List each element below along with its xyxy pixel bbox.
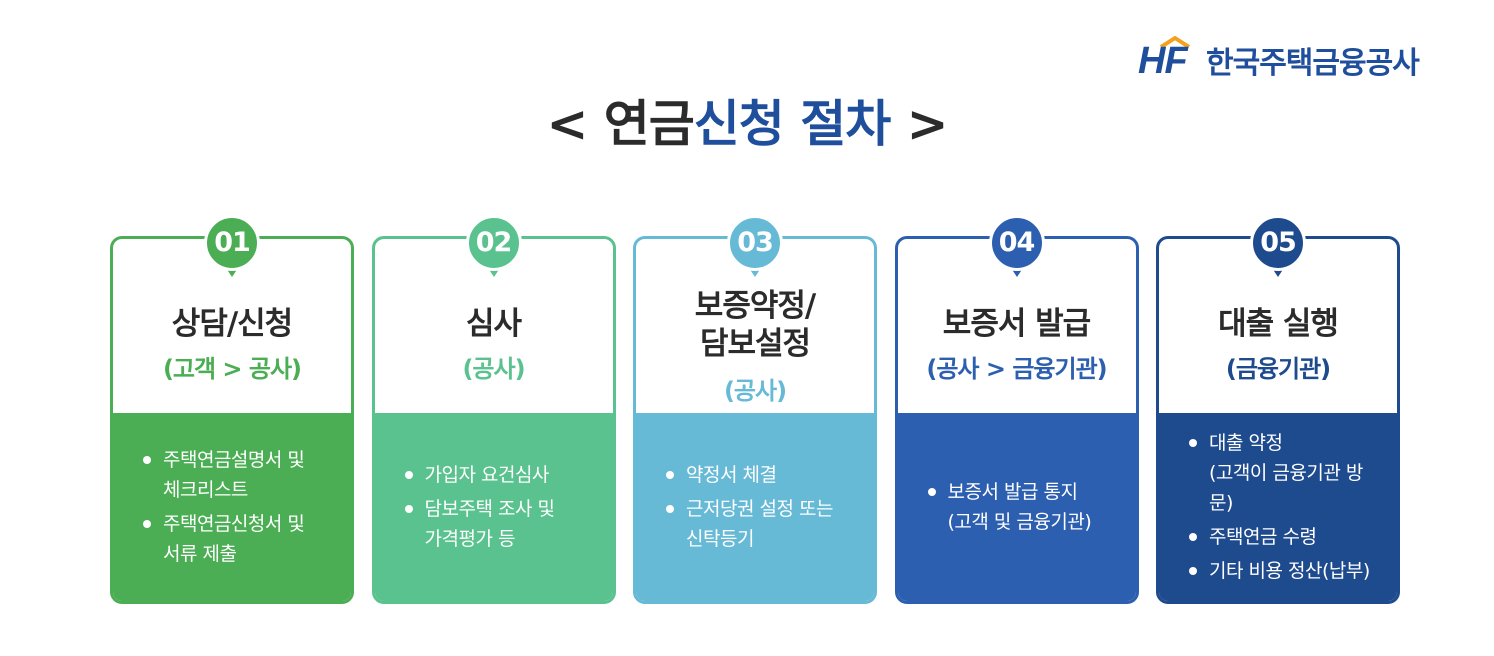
step-item-line1: 약정서 체결 <box>686 464 777 486</box>
step-item-line2: 신탁등기 <box>686 528 754 550</box>
house-roof-icon <box>1160 36 1190 48</box>
step-card-5: 05 대출 실행 (금융기관) 대출 약정 (고객이 금융기관 방문) 주택연금 수… <box>1156 215 1400 604</box>
step-role: (고객 > 공사) <box>162 355 302 383</box>
step-name: 보증약정/담보설정 <box>636 287 874 363</box>
step-item-line1: 가입자 요건심사 <box>424 464 550 486</box>
step-item-line1: 주택연금설명서 및 <box>163 449 305 471</box>
step-item-line1: 대출 약정 <box>1209 432 1283 454</box>
step-item-line1: 보증서 발급 통지 <box>947 481 1078 503</box>
step-name: 대출 실행 <box>1159 305 1397 343</box>
step-item-line1: 주택연금신청서 및 <box>163 513 305 535</box>
step-item-list: 보증서 발급 통지 (고객 및 금융기관) <box>927 473 1122 541</box>
step-name-line1: 심사 <box>465 306 522 342</box>
step-number: 03 <box>737 227 774 258</box>
hf-logo: HF 한국주택금융공사 <box>1138 34 1420 82</box>
step-role: (공사) <box>723 377 787 405</box>
title-suffix: > <box>890 95 949 153</box>
step-item-line2: (고객 및 금융기관) <box>947 511 1092 533</box>
step-number: 04 <box>998 227 1036 258</box>
step-number: 01 <box>214 227 251 258</box>
title-accent: 신청 절차 <box>693 95 891 153</box>
step-number-pin: 02 <box>465 215 522 285</box>
pin-circle <box>727 215 783 271</box>
step-name: 보증서 발급 <box>898 305 1136 343</box>
logo-mark: HF <box>1138 36 1196 80</box>
step-head: 보증약정/담보설정 (공사) <box>636 239 874 419</box>
pin-circle <box>465 215 522 271</box>
step-head: 대출 실행 (금융기관) <box>1159 239 1397 419</box>
step-head: 심사 (공사) <box>375 239 613 419</box>
step-item: 대출 약정 (고객이 금융기관 방문) <box>1189 428 1383 518</box>
step-name: 상담/신청 <box>113 305 351 343</box>
pin-circle <box>988 215 1045 271</box>
step-head: 상담/신청 (고객 > 공사) <box>113 239 351 419</box>
step-number-pin: 01 <box>204 215 260 285</box>
step-name-line1: 상담/신청 <box>171 306 293 342</box>
step-item: 보증서 발급 통지 (고객 및 금융기관) <box>927 477 1122 537</box>
step-item-line2: (고객이 금융기관 방문) <box>1209 462 1363 514</box>
step-number: 02 <box>475 227 513 258</box>
step-role: (공사 > 금융기관) <box>926 355 1107 383</box>
pin-circle <box>204 215 260 271</box>
step-item: 가입자 요건심사 <box>404 460 599 490</box>
step-card-4: 04 보증서 발급 (공사 > 금융기관) 보증서 발급 통지 (고객 및 금융기… <box>894 215 1139 604</box>
title-prefix: < 연금 <box>546 95 694 153</box>
logo-letters: HF <box>1138 40 1188 82</box>
step-name-line1: 보증서 발급 <box>942 306 1091 342</box>
step-item-line2: 서류 제출 <box>163 543 237 565</box>
pin-circle <box>1250 215 1306 271</box>
step-name-line1: 보증약정/ <box>694 288 816 324</box>
step-item-line1: 주택연금 수령 <box>1209 526 1317 548</box>
step-head: 보증서 발급 (공사 > 금융기관) <box>898 239 1136 419</box>
step-number-pin: 03 <box>727 215 783 285</box>
step-item-line1: 근저당권 설정 또는 <box>686 498 833 520</box>
step-item-line1: 담보주택 조사 및 <box>424 498 555 520</box>
step-role: (공사) <box>462 355 525 383</box>
step-body: 보증서 발급 통지 (고객 및 금융기관) <box>897 413 1136 601</box>
step-item-line2: 체크리스트 <box>163 479 248 501</box>
step-name-line2: 담보설정 <box>699 326 811 362</box>
step-item-line1: 기타 비용 정산(납부) <box>1209 560 1370 582</box>
step-item: 약정서 체결 <box>666 460 860 490</box>
step-role: (금융기관) <box>1225 355 1331 383</box>
step-name-line1: 대출 실행 <box>1218 306 1339 342</box>
step-number-pin: 05 <box>1250 215 1306 285</box>
step-name: 심사 <box>375 305 613 343</box>
step-number-pin: 04 <box>988 215 1045 285</box>
step-number: 05 <box>1260 227 1297 258</box>
step-item: 주택연금 수령 <box>1189 522 1383 552</box>
page-title: < 연금신청 절차 > <box>0 84 1494 156</box>
step-item: 기타 비용 정산(납부) <box>1189 556 1383 586</box>
logo-name: 한국주택금융공사 <box>1206 46 1420 81</box>
step-item-line2: 가격평가 등 <box>424 528 516 550</box>
